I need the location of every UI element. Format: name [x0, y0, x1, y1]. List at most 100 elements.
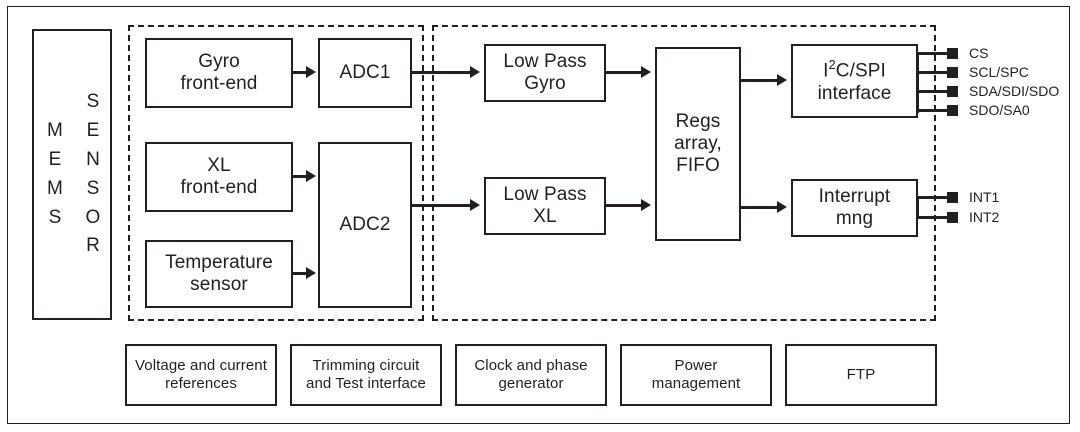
- power-management-block[interactable]: Power management: [620, 344, 772, 406]
- i2c-spi-interface-label-line2: interface: [817, 82, 892, 104]
- arrow-adc2-to-lowpass-xl: [470, 199, 480, 211]
- i2c-suffix: C/SPI: [835, 60, 886, 82]
- wire-pin-int2: [916, 216, 956, 219]
- pin-pad-sdo-sa0[interactable]: [947, 105, 958, 116]
- clock-generator-label-line2: generator: [498, 375, 564, 392]
- low-pass-gyro-block[interactable]: Low Pass Gyro: [484, 44, 606, 102]
- gyro-front-end-label-line1: Gyro: [198, 50, 240, 72]
- wire-pin-sda-sdi-sdo: [916, 90, 956, 93]
- sensor-letter-n: N: [86, 148, 100, 170]
- sensor-letter-e: E: [86, 119, 100, 141]
- wire-temp-to-adc2: [293, 272, 308, 275]
- wire-gyro-to-adc1: [293, 71, 308, 74]
- clock-phase-generator-block[interactable]: Clock and phase generator: [455, 344, 607, 406]
- adc1-block[interactable]: ADC1: [318, 38, 412, 108]
- low-pass-gyro-label-line2: Gyro: [524, 73, 566, 94]
- sensor-letter-s2: S: [86, 177, 100, 199]
- wire-regs-to-i2c-spi: [741, 79, 779, 82]
- regs-array-label-line3: FIFO: [676, 155, 720, 177]
- voltage-references-label-line2: references: [165, 375, 237, 392]
- wire-regs-to-interrupt-mng: [741, 206, 779, 209]
- i2c-spi-interface-block[interactable]: I2C/SPI interface: [791, 44, 918, 118]
- regs-array-label-line1: Regs: [675, 110, 721, 132]
- interrupt-mng-label-line2: mng: [835, 208, 874, 229]
- power-management-label-line2: management: [651, 375, 741, 392]
- mems-letter-s: S: [48, 206, 62, 228]
- low-pass-gyro-label-line1: Low Pass: [503, 50, 587, 72]
- temperature-sensor-label-line1: Temperature: [165, 251, 273, 273]
- wire-xl-to-adc2: [293, 175, 308, 178]
- sensor-label-column: S E N S O R: [78, 88, 108, 261]
- i2c-superscript: 2: [828, 57, 836, 73]
- analog-section-region: [128, 25, 424, 321]
- i2c-prefix: I: [823, 60, 829, 82]
- pin-pad-cs[interactable]: [947, 48, 958, 59]
- mems-sensor-block[interactable]: M E M S S E N S O R: [32, 29, 112, 320]
- wire-adc1-to-lowpass-gyro: [412, 71, 472, 74]
- pin-label-scl-spc: SCL/SPC: [969, 64, 1029, 80]
- low-pass-xl-label-line1: Low Pass: [503, 183, 587, 205]
- clock-generator-label-line1: Clock and phase: [474, 356, 588, 374]
- regs-array-label-line2: array,: [674, 132, 722, 154]
- xl-front-end-label-line2: front-end: [180, 177, 258, 198]
- sensor-letter-r: R: [86, 235, 100, 257]
- regs-array-fifo-block[interactable]: Regs array, FIFO: [655, 47, 741, 241]
- temperature-sensor-block[interactable]: Temperature sensor: [145, 240, 293, 308]
- interrupt-mng-block[interactable]: Interrupt mng: [791, 179, 918, 237]
- trimming-test-interface-block[interactable]: Trimming circuit and Test interface: [290, 344, 442, 406]
- adc1-label: ADC1: [339, 61, 391, 83]
- ftp-label: FTP: [846, 365, 876, 383]
- trimming-circuit-label-line1: Trimming circuit: [312, 356, 420, 374]
- pin-label-sda-sdi-sdo: SDA/SDI/SDO: [969, 83, 1060, 99]
- wire-i2c-pin-bus: [916, 53, 919, 113]
- pin-pad-sda-sdi-sdo[interactable]: [947, 86, 958, 97]
- figure-outer-frame: [7, 6, 1070, 424]
- xl-front-end-label-line1: XL: [207, 154, 231, 176]
- i2c-spi-interface-label-line1: I2C/SPI: [823, 57, 886, 82]
- ftp-block[interactable]: FTP: [785, 344, 937, 406]
- arrow-gyro-to-adc1: [306, 66, 316, 78]
- adc2-block[interactable]: ADC2: [318, 142, 412, 308]
- pin-label-cs: CS: [969, 45, 989, 61]
- arrow-lowpass-gyro-to-regs: [641, 66, 651, 78]
- gyro-front-end-label-line2: front-end: [180, 73, 258, 94]
- wire-int-pin-bus: [916, 197, 919, 219]
- mems-letter-e: E: [48, 148, 62, 170]
- arrow-regs-to-i2c-spi: [777, 74, 787, 86]
- sensor-letter-o: O: [85, 206, 101, 228]
- adc2-label: ADC2: [339, 213, 391, 235]
- mems-label-column: M E M S: [40, 117, 70, 233]
- wire-pin-scl-spc: [916, 71, 956, 74]
- pin-pad-int2[interactable]: [947, 212, 958, 223]
- wire-pin-int1: [916, 196, 956, 199]
- arrow-xl-to-adc2: [306, 170, 316, 182]
- arrow-regs-to-interrupt-mng: [777, 201, 787, 213]
- low-pass-xl-block[interactable]: Low Pass XL: [484, 177, 606, 235]
- wire-adc2-to-lowpass-xl: [412, 204, 472, 207]
- power-management-label-line1: Power: [674, 356, 718, 374]
- wire-pin-sdo-sa0: [916, 109, 956, 112]
- pin-label-sdo-sa0: SDO/SA0: [969, 102, 1030, 118]
- voltage-current-references-block[interactable]: Voltage and current references: [125, 344, 277, 406]
- mems-letter-m2: M: [47, 177, 63, 199]
- wire-lowpass-xl-to-regs: [606, 204, 643, 207]
- arrow-lowpass-xl-to-regs: [641, 199, 651, 211]
- interrupt-mng-label-line1: Interrupt: [818, 185, 891, 207]
- pin-pad-scl-spc[interactable]: [947, 67, 958, 78]
- gyro-front-end-block[interactable]: Gyro front-end: [145, 38, 293, 108]
- xl-front-end-block[interactable]: XL front-end: [145, 142, 293, 212]
- arrow-adc1-to-lowpass-gyro: [470, 66, 480, 78]
- digital-section-region: [432, 25, 936, 321]
- voltage-references-label-line1: Voltage and current: [135, 356, 267, 374]
- pin-label-int1: INT1: [969, 189, 1000, 205]
- pin-label-int2: INT2: [969, 209, 1000, 225]
- arrow-temp-to-adc2: [306, 267, 316, 279]
- mems-letter-m1: M: [47, 120, 63, 141]
- temperature-sensor-label-line2: sensor: [190, 274, 248, 295]
- low-pass-xl-label-line2: XL: [533, 206, 557, 227]
- pin-pad-int1[interactable]: [947, 192, 958, 203]
- sensor-letter-s1: S: [86, 91, 100, 112]
- wire-lowpass-gyro-to-regs: [606, 71, 643, 74]
- trimming-circuit-label-line2: and Test interface: [306, 375, 426, 392]
